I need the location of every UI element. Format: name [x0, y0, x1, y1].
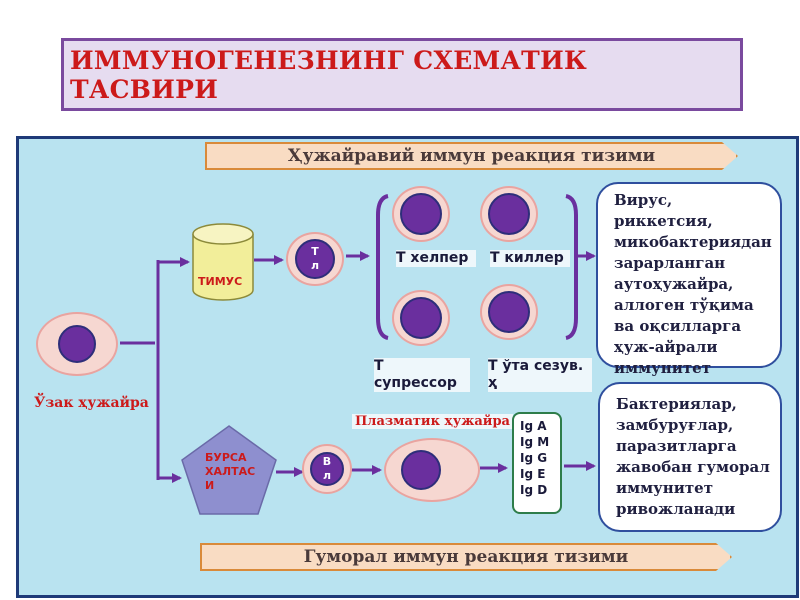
humoral-banner-label: Гуморал иммун реакция тизими: [303, 547, 629, 567]
t-helper-label: Т хелпер: [396, 250, 476, 267]
t-suppressor-cell: [392, 290, 450, 346]
cellular-banner-label: Ҳужайравий иммун реакция тизими: [287, 146, 656, 166]
ig-item: Ig D: [520, 483, 548, 497]
stem-cell-label: Ўзак ҳужайра: [34, 395, 149, 411]
humoral-immunity-banner: Гуморал иммун реакция тизими: [200, 543, 732, 571]
cellular-immunity-info: Вирус, риккетсия, микобактериядан зарарл…: [596, 182, 782, 398]
title-box: ИММУНОГЕНЕЗНИНГ СХЕМАТИК ТАСВИРИ: [61, 38, 743, 111]
t-killer-cell: [480, 186, 538, 242]
t-killer-label: Т киллер: [490, 250, 570, 267]
t-lymphocyte-label: Т л: [310, 245, 320, 272]
t-suppressor-nucleus: [400, 297, 442, 339]
t-lymphocyte: Т л: [286, 232, 344, 286]
thymus-cylinder: [192, 223, 254, 301]
t-memory-label: Т ўта сезув. ҳ: [488, 358, 592, 392]
t-lymphocyte-nucleus: Т л: [295, 239, 335, 279]
ig-item: Ig G: [520, 451, 548, 465]
plasma-cell-label: Плазматик ҳужайра: [352, 414, 513, 429]
stem-cell-nucleus: [58, 325, 96, 363]
right-bracket: [565, 194, 578, 340]
page-title: ИММУНОГЕНЕЗНИНГ СХЕМАТИК ТАСВИРИ: [70, 45, 588, 104]
immunoglobulin-box: Ig A Ig M Ig G Ig E Ig D: [512, 412, 562, 514]
t-killer-nucleus: [488, 193, 530, 235]
thymus-label: ТИМУС: [198, 275, 243, 288]
t-helper-cell: [392, 186, 450, 242]
ig-item: Ig E: [520, 467, 546, 481]
left-bracket: [376, 194, 389, 340]
b-lymphocyte: В л: [302, 444, 352, 494]
bursa-pentagon: [181, 425, 277, 515]
t-suppressor-label: Т супрессор: [374, 358, 470, 392]
t-memory-nucleus: [488, 291, 530, 333]
t-helper-nucleus: [400, 193, 442, 235]
humoral-immunity-info: Бактериялар, замбуруғлар, паразитларга ж…: [598, 382, 782, 532]
plasma-cell: [384, 438, 480, 502]
b-lymphocyte-nucleus: В л: [310, 452, 344, 486]
ig-item: Ig A: [520, 419, 547, 433]
plasma-cell-nucleus: [401, 450, 441, 490]
b-lymphocyte-label: В л: [322, 455, 332, 482]
t-memory-cell: [480, 284, 538, 340]
stem-cell: [36, 312, 118, 376]
cellular-immunity-banner: Ҳужайравий иммун реакция тизими: [205, 142, 738, 170]
bursa-label: БУРСА ХАЛТАС И: [205, 451, 256, 492]
ig-item: Ig M: [520, 435, 550, 449]
